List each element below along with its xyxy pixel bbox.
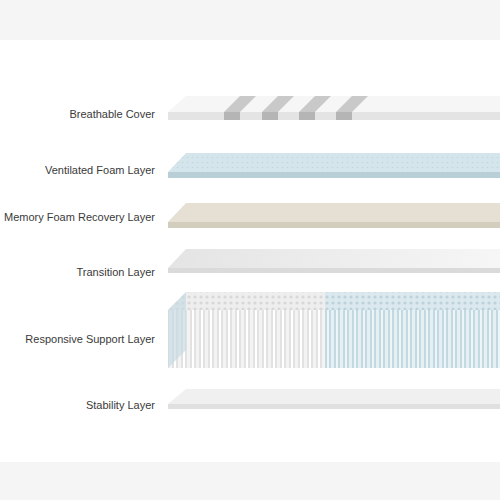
cover-layer <box>168 96 500 120</box>
part-label: Breathable Cover <box>0 107 155 121</box>
ventilated-foam-layer <box>168 153 500 178</box>
part-label: Responsive Support Layer <box>0 332 155 346</box>
part-label: Ventilated Foam Layer <box>0 163 155 177</box>
part-label: Stability Layer <box>0 398 155 412</box>
stability-layer <box>168 389 500 409</box>
transition-layer <box>168 249 500 273</box>
bottom-band <box>0 462 500 500</box>
part-label: Memory Foam Recovery Layer <box>0 210 155 224</box>
part-label: Transition Layer <box>0 265 155 279</box>
top-band <box>0 0 500 40</box>
memory-foam-layer <box>168 203 500 228</box>
coil-support-layer <box>168 292 500 368</box>
